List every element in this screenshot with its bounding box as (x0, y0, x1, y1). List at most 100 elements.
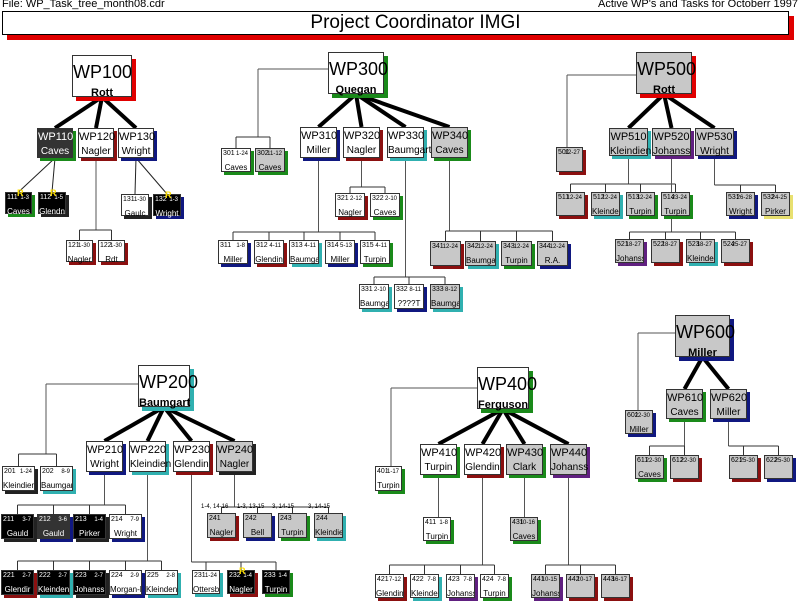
wp-code: WP230 (174, 444, 211, 456)
wp-code: WP520 (653, 131, 690, 143)
task-owner: Turpin (281, 528, 304, 537)
task-dates: 18-27 (625, 242, 641, 248)
task-owner: Baumgart (41, 481, 72, 490)
task-dates: 25-27 (731, 242, 747, 248)
task-owner: Turpin (483, 589, 506, 598)
task-dates: 2-10 (384, 196, 397, 202)
thick-connector (355, 92, 451, 129)
task-dates: 1-24 (235, 151, 248, 157)
thick-connector (354, 92, 407, 129)
thick-connector (682, 356, 705, 390)
task-id: 131 (123, 196, 135, 203)
task-dates: 1-4 (243, 573, 252, 579)
wp-code: WP240 (217, 444, 254, 456)
task-dates: 25-30 (774, 458, 790, 464)
task-dates: 2-8 (166, 573, 175, 579)
task-id: 523 (688, 241, 700, 248)
task-owner: Kleindien (3, 481, 34, 490)
wp-code: WP340 (432, 130, 469, 142)
wp-owner: Baumgart (388, 145, 432, 156)
task-owner: Gauld (42, 529, 65, 538)
task-id: 343 (503, 243, 515, 250)
task-owner: Wright (729, 207, 752, 216)
task-id: 342 (467, 243, 479, 250)
thick-connector (501, 407, 527, 446)
task-dates: 1-30 (77, 243, 90, 249)
task-dates: 1-30 (133, 197, 146, 203)
task-owner: Glendir (4, 585, 31, 594)
wp-owner: Wright (700, 146, 729, 157)
r-marker: R (165, 190, 172, 200)
task-dates: 7-9 (130, 517, 139, 523)
task-id: 532 (763, 194, 775, 201)
wp-code: WP130 (119, 131, 156, 143)
task-dates: 7-12 (388, 577, 401, 583)
task-id: 222 (39, 572, 51, 579)
task-owner: Baumgart (360, 299, 388, 308)
task-dates: 1-8 (236, 243, 245, 249)
task-owner: Kleindien (315, 528, 342, 537)
diag-connector (18, 157, 56, 193)
task-dates: 5-13 (339, 243, 352, 249)
task-owner: Turpin (425, 532, 449, 541)
task-dates: 12-24 (477, 244, 493, 250)
task-id: 531 (728, 194, 740, 201)
task-dates: 12-24 (513, 244, 529, 250)
wp-owner: Johanss (551, 462, 589, 473)
wp-code: WP440 (551, 447, 588, 459)
task-owner: Gauld (6, 529, 29, 538)
wp-owner: Clark (512, 462, 537, 473)
task-owner: Johanss (532, 589, 559, 598)
wp-owner: Nagler (219, 459, 250, 470)
thick-connector (162, 405, 194, 443)
task-owner: Johanss (74, 585, 105, 594)
task-owner: Wright (114, 529, 137, 538)
thick-connector (627, 92, 666, 130)
task-owner: Pirker (765, 207, 786, 216)
thick-connector (145, 406, 166, 442)
task-id: 431 (512, 519, 524, 526)
wp-owner: Caves (435, 145, 464, 156)
task-owner: Kleinden (411, 589, 438, 598)
